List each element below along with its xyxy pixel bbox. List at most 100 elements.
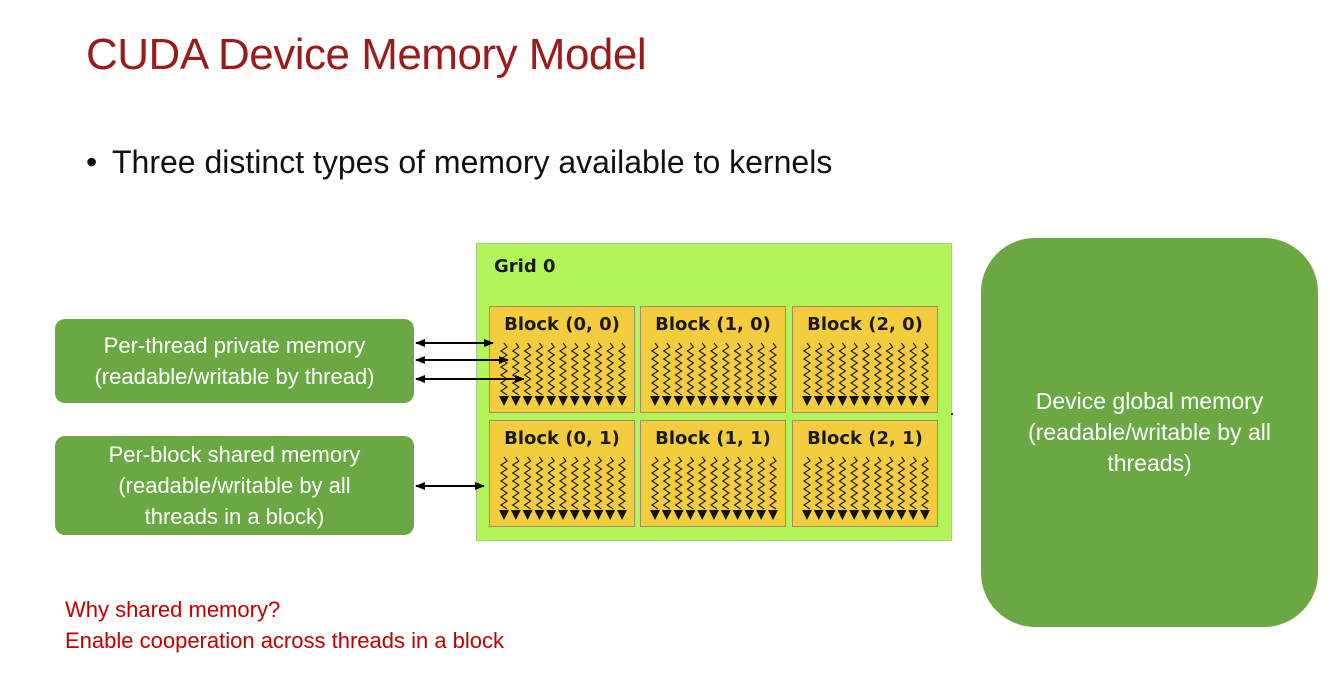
thread-line — [606, 456, 615, 510]
thread-arrowhead — [605, 510, 616, 520]
bullet-item: •Three distinct types of memory availabl… — [86, 144, 832, 181]
thread-line — [920, 456, 930, 510]
thread-line — [733, 456, 742, 510]
thread-line — [570, 342, 579, 396]
thread-line — [757, 456, 766, 510]
thread-line — [802, 456, 812, 510]
thread-arrowhead — [802, 396, 812, 406]
thread-line — [814, 456, 823, 510]
thread-arrowhead — [558, 510, 568, 520]
thread-arrowhead — [709, 510, 719, 520]
thread-arrowhead — [673, 396, 684, 406]
block-label: Block (2, 0) — [807, 314, 923, 335]
thread-squiggles — [650, 342, 778, 406]
thread-line — [709, 456, 719, 510]
thread-squiggles — [802, 342, 930, 406]
thread-line — [861, 456, 871, 510]
thread-arrowhead — [605, 396, 616, 406]
thread-line — [885, 342, 894, 396]
thread-arrowhead — [685, 510, 696, 520]
thread-arrowhead — [709, 396, 719, 406]
thread-line — [897, 456, 906, 510]
thread-arrowhead — [522, 396, 533, 406]
thread-arrowhead — [884, 396, 895, 406]
thread-arrowhead — [650, 396, 660, 406]
thread-arrowhead — [593, 510, 604, 520]
thread-line — [558, 456, 568, 510]
thread-arrowhead — [617, 510, 627, 520]
thread-line — [674, 342, 683, 396]
thread-line — [885, 456, 894, 510]
thread-arrowhead — [861, 396, 871, 406]
thread-line — [733, 342, 742, 396]
thread-line — [594, 342, 603, 396]
thread-arrowhead — [546, 510, 557, 520]
thread-line — [511, 456, 520, 510]
thread-arrowhead — [872, 396, 883, 406]
thread-arrowhead — [546, 396, 557, 406]
thread-line — [558, 342, 568, 396]
note-answer: Enable cooperation across threads in a b… — [65, 628, 505, 653]
thread-line — [535, 456, 544, 510]
thread-arrowhead — [569, 396, 580, 406]
thread-arrowhead — [661, 396, 672, 406]
thread-arrowhead — [813, 510, 824, 520]
block-label: Block (1, 0) — [655, 314, 771, 335]
block-0-0: Block (0, 0) — [489, 306, 635, 413]
thread-line — [617, 456, 627, 510]
thread-arrowhead — [617, 396, 627, 406]
thread-line — [582, 342, 591, 396]
thread-arrowhead — [732, 396, 743, 406]
thread-line — [523, 456, 532, 510]
thread-line — [570, 456, 579, 510]
thread-line — [850, 456, 859, 510]
per-thread-memory-label: Per-thread private memory (readable/writ… — [94, 333, 375, 389]
thread-line — [523, 342, 532, 396]
thread-line — [721, 342, 730, 396]
thread-line — [745, 456, 754, 510]
thread-arrowhead — [896, 510, 907, 520]
thread-line — [826, 456, 835, 510]
thread-line — [861, 342, 871, 396]
note-question: Why shared memory? — [65, 597, 281, 622]
thread-arrowhead — [908, 396, 919, 406]
thread-line — [594, 456, 603, 510]
thread-line — [662, 456, 671, 510]
thread-arrowhead — [522, 510, 533, 520]
thread-line — [606, 342, 615, 396]
thread-arrowhead — [534, 510, 545, 520]
thread-arrowhead — [825, 396, 836, 406]
thread-line — [873, 456, 882, 510]
thread-arrowhead — [920, 510, 930, 520]
thread-arrowhead — [581, 396, 592, 406]
block-2-1: Block (2, 1) — [792, 420, 938, 527]
thread-line — [499, 342, 509, 396]
thread-squiggles — [499, 342, 627, 406]
thread-squiggles — [802, 456, 930, 520]
thread-line — [897, 342, 906, 396]
thread-arrowhead — [920, 396, 930, 406]
thread-arrowhead — [768, 510, 778, 520]
thread-arrowhead — [849, 396, 860, 406]
thread-line — [582, 456, 591, 510]
thread-arrowhead — [861, 510, 871, 520]
thread-arrowhead — [802, 510, 812, 520]
stray-dot — [951, 413, 953, 415]
thread-arrowhead — [581, 510, 592, 520]
thread-line — [686, 342, 695, 396]
block-label: Block (0, 1) — [504, 428, 620, 449]
thread-arrowhead — [697, 396, 708, 406]
thread-arrowhead — [744, 510, 755, 520]
thread-line — [721, 456, 730, 510]
block-label: Block (0, 0) — [504, 314, 620, 335]
thread-line — [650, 456, 660, 510]
thread-arrowhead — [813, 396, 824, 406]
thread-line — [547, 342, 556, 396]
thread-line — [511, 342, 520, 396]
thread-arrowhead — [908, 510, 919, 520]
thread-line — [650, 342, 660, 396]
block-1-1: Block (1, 1) — [640, 420, 786, 527]
block-0-1: Block (0, 1) — [489, 420, 635, 527]
thread-line — [662, 342, 671, 396]
